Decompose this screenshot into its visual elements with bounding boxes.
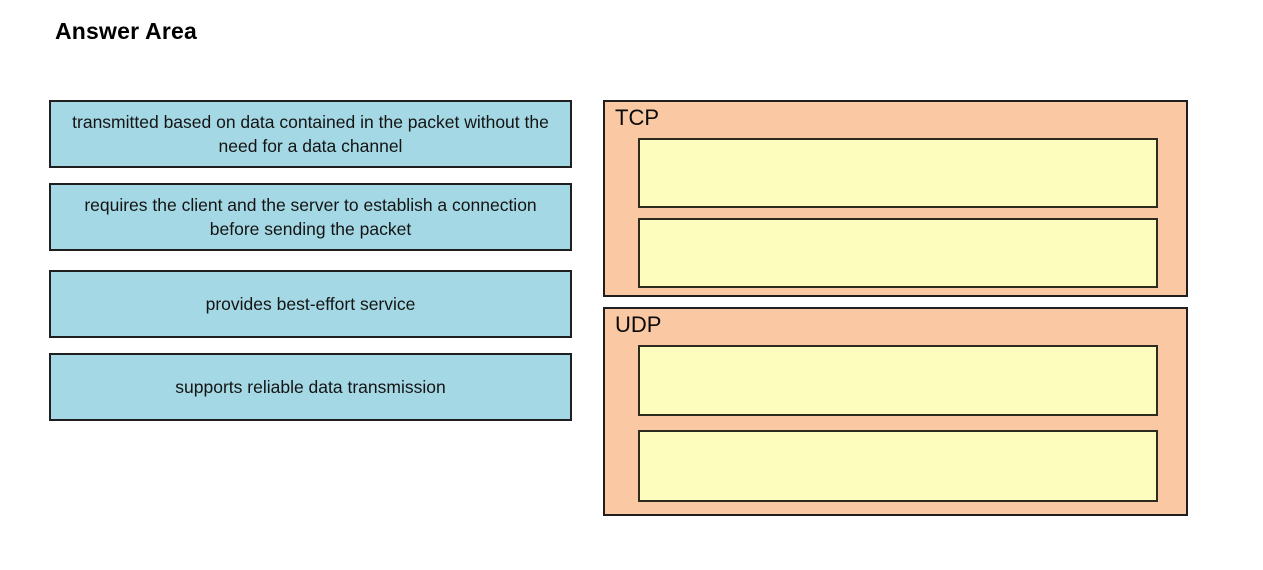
tcp-group-label: TCP — [615, 105, 659, 130]
tcp-drop-group: TCP — [603, 100, 1188, 297]
drag-item-no-data-channel[interactable]: transmitted based on data contained in t… — [49, 100, 572, 168]
udp-drop-slot-2[interactable] — [638, 430, 1158, 502]
udp-drop-group: UDP — [603, 307, 1188, 516]
drag-item-establish-connection[interactable]: requires the client and the server to es… — [49, 183, 572, 251]
tcp-drop-slot-1[interactable] — [638, 138, 1158, 208]
tcp-drop-slot-2[interactable] — [638, 218, 1158, 288]
udp-group-label: UDP — [615, 312, 662, 337]
drag-item-best-effort[interactable]: provides best-effort service — [49, 270, 572, 338]
udp-drop-slot-1[interactable] — [638, 345, 1158, 416]
drag-item-reliable-transmission[interactable]: supports reliable data transmission — [49, 353, 572, 421]
page-title: Answer Area — [55, 18, 197, 44]
